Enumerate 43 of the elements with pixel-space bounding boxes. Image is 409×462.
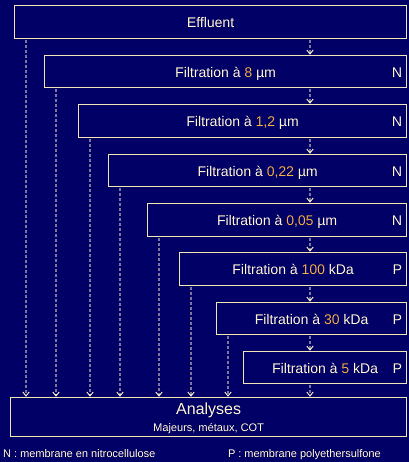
step-label: Analyses [176,400,241,418]
dashed-arrow [22,40,30,397]
membrane-code: P [392,310,402,326]
step-label: Filtration à 8 µm [175,64,276,80]
step-label: Filtration à 5 kDa [272,360,378,376]
analysis-details: Majeurs, métaux, COT [153,422,264,434]
step-label: Filtration à 0,05 µm [216,212,338,228]
membrane-code: N [392,113,402,129]
dashed-arrow [116,188,124,397]
legend-note: P : membrane polyethersulfone [228,448,381,460]
process-box [147,203,407,237]
step-label: Filtration à 30 kDa [254,310,368,326]
process-box [14,5,407,39]
dashed-arrow [86,138,94,397]
dashed-arrow [306,40,314,55]
membrane-code: P [392,360,402,376]
dashed-arrow [306,336,314,351]
step-label: Filtration à 0,22 µm [197,162,318,178]
dashed-arrow [306,286,314,302]
dashed-arrow [306,384,314,397]
process-box [78,104,407,138]
legend-note: N : membrane en nitrocellulose [3,448,156,460]
process-box [108,154,407,187]
dashed-arrow [155,238,163,397]
process-box [216,302,407,335]
membrane-code: P [392,261,402,277]
process-box [243,351,407,384]
process-box [179,252,407,286]
membrane-code: N [392,212,402,228]
membrane-code: N [392,64,402,80]
dashed-arrow [306,88,314,104]
step-label: Effluent [186,14,234,30]
membrane-code: N [392,162,402,178]
step-label: Filtration à 100 kDa [232,261,354,277]
dashed-arrow [306,238,314,252]
dashed-arrow [306,138,314,154]
dashed-arrow [52,88,60,397]
dashed-arrow [224,336,232,397]
step-label: Filtration à 1,2 µm [186,113,299,129]
dashed-arrow [187,286,195,397]
dashed-arrow [306,188,314,203]
process-box [44,55,407,88]
process-box [10,397,407,437]
